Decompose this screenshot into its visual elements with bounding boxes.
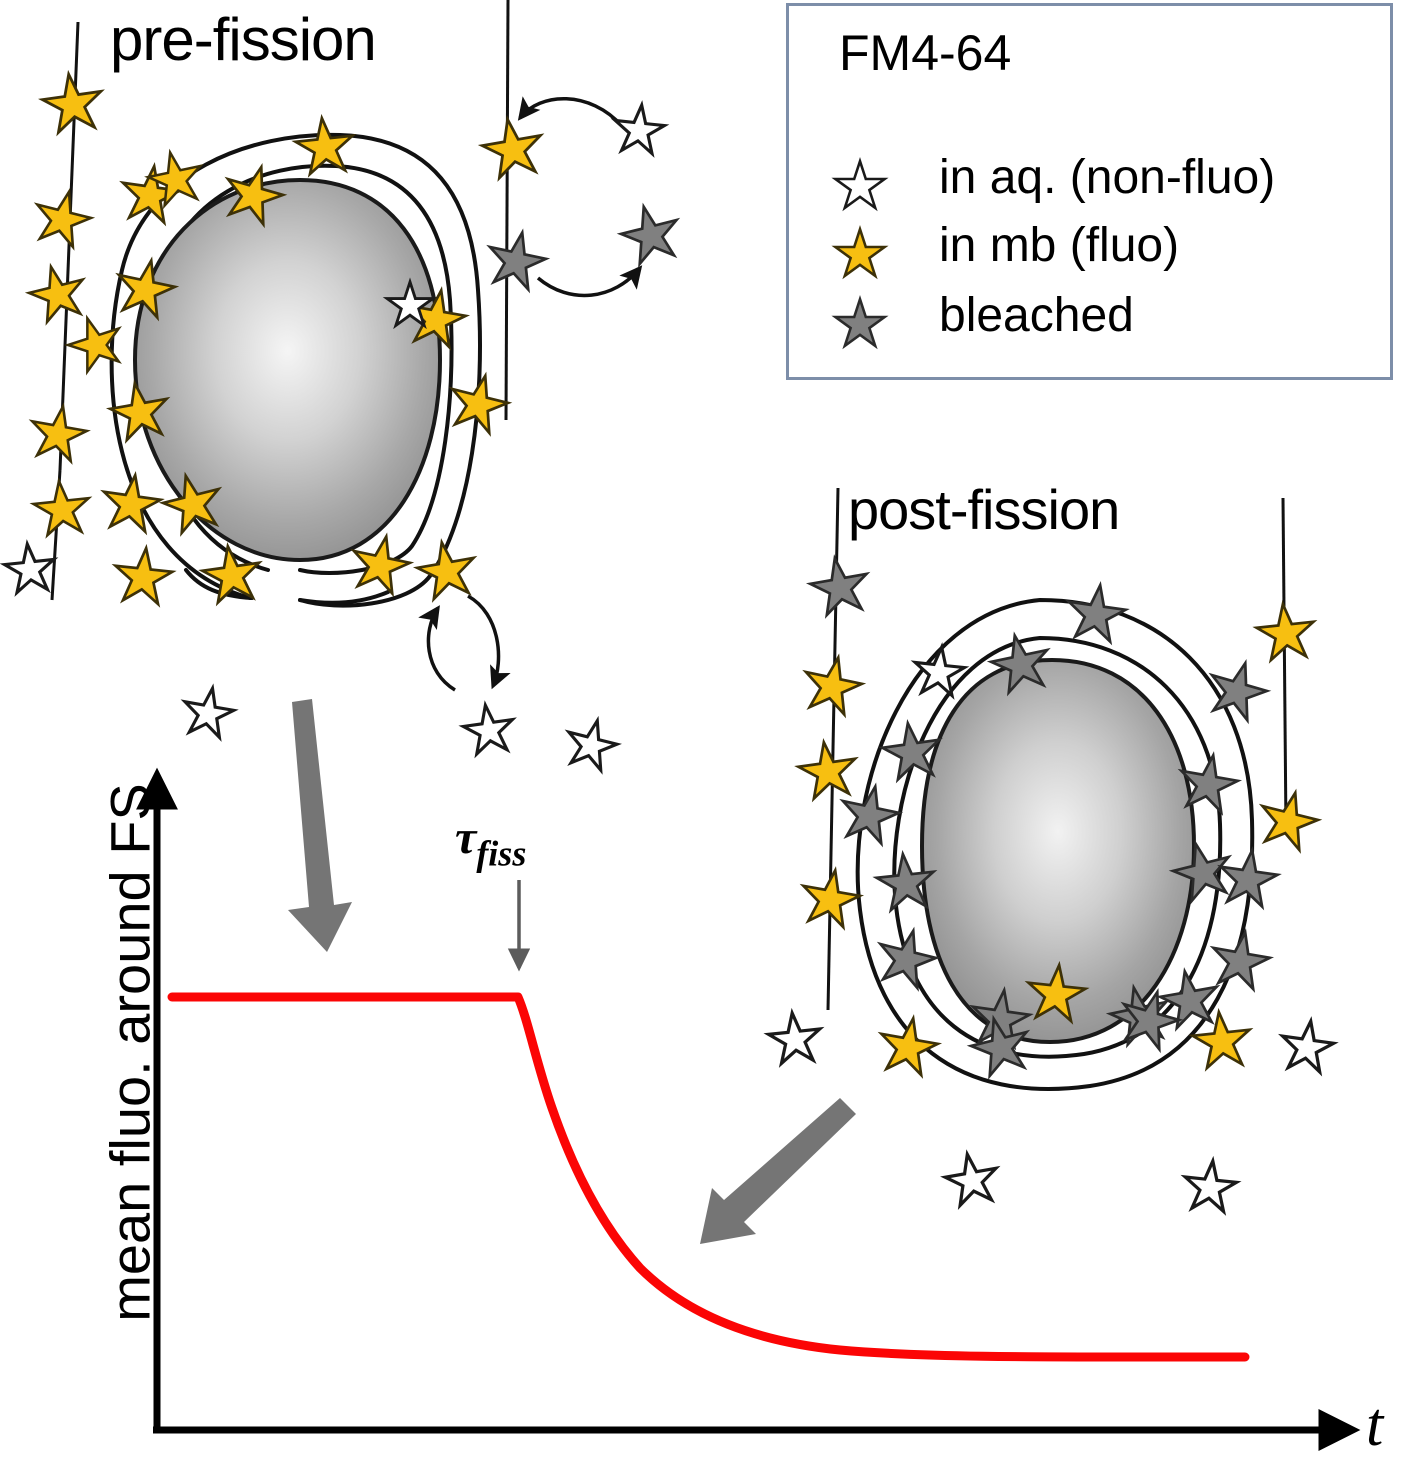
- legend-title: FM4-64: [839, 25, 1012, 81]
- process-arrow-post: [700, 1098, 856, 1244]
- pre-membrane-line-right: [504, 0, 510, 421]
- star-group-pre-right-line: [479, 103, 685, 292]
- tau-fiss-annotation: τfiss: [455, 810, 526, 875]
- x-axis-label: t: [1366, 1391, 1384, 1459]
- pre-fission-site-tip-right: [298, 590, 390, 605]
- post-fission-scene: [700, 487, 1288, 1244]
- star-outline-icon: [831, 156, 889, 212]
- legend-label-in-membrane: in mb (fluo): [939, 219, 1180, 272]
- exchange-arrow-up-bottom: [418, 605, 456, 692]
- exchange-arrow-down-bottom: [467, 594, 511, 690]
- exchange-arrow-out-top: [536, 265, 643, 298]
- pre-fission-title: pre-fission: [110, 6, 377, 73]
- star-gray-icon: [831, 294, 889, 350]
- star-gold-icon: [831, 224, 889, 280]
- post-membrane-inner: [892, 635, 1223, 1059]
- legend-box: FM4-64 in aq. (non-fluo) in mb (fluo) bl…: [786, 3, 1393, 380]
- post-membrane-line-right: [1281, 497, 1288, 831]
- legend-label-bleached: bleached: [939, 289, 1134, 342]
- pre-fission-scene: [50, 0, 643, 952]
- pre-fission-site-tip-left: [184, 568, 254, 600]
- process-arrow-pre: [288, 699, 352, 952]
- exchange-arrow-in-top: [517, 96, 624, 128]
- tau-symbol: τ: [455, 811, 477, 864]
- fluorescence-curve: [167, 992, 1250, 1362]
- star-group-pre-left-line: [24, 70, 105, 536]
- pre-nucleus: [132, 177, 443, 563]
- plot-axes: [136, 767, 1361, 1451]
- post-nucleus: [919, 657, 1197, 1045]
- legend-label-in-aqueous: in aq. (non-fluo): [939, 151, 1276, 204]
- post-membrane-outer: [855, 597, 1255, 1091]
- y-axis-label: mean fluo. around FS: [98, 783, 162, 1322]
- post-fission-title: post-fission: [848, 478, 1120, 541]
- tau-subscript: fiss: [476, 833, 527, 874]
